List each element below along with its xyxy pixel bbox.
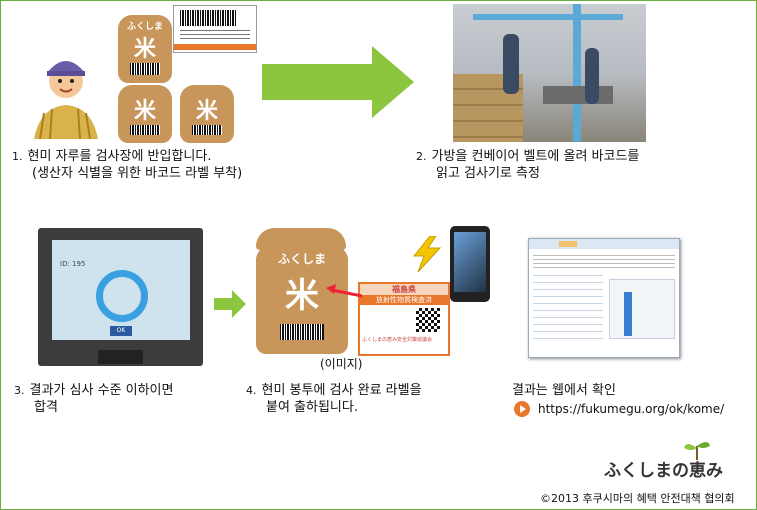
pointer-arrow-icon [326,284,362,298]
web-header [529,239,679,249]
step4-line1: 현미 봉투에 검사 완료 라벨을 [261,383,422,398]
rice-bag: ふくしま 米 [118,15,172,83]
step4-line2: 붙여 출하됩니다. [266,400,358,415]
bag-kanji: 米 [195,99,218,124]
step3-caption: 3. 결과가 심사 수준 이하이면 합격 [14,382,173,416]
conveyor-photo [453,4,646,142]
arrow-right-icon [214,290,246,318]
conveyor-belt [543,86,613,104]
crane-frame [573,4,581,142]
label-prefecture: 福島県 [360,284,448,295]
web-result-text: 결과는 웹에서 확인 [512,383,616,398]
step1-caption: 1. 현미 자루를 검사장에 반입합니다. (생산자 식별을 위한 바코드 라벨 … [12,148,242,182]
label-title: 放射性物質検査済 [360,295,448,305]
step3-line2: 합격 [34,400,58,415]
barcode-label [130,63,160,75]
worker [585,48,599,104]
barcode-label [280,324,324,340]
copyright: ©2013 후쿠시마의 혜택 안전대책 협의회 [540,492,735,505]
web-table [533,275,603,345]
farmer-illustration [34,61,98,139]
play-icon [520,405,526,413]
barcode-label [192,125,222,135]
smartphone-icon [450,226,490,302]
step1-line1: 현미 자루를 검사장에 반입합니다. [27,149,212,164]
web-text-block [533,255,675,269]
web-chart-bar [624,292,632,336]
rice-bag: 米 [118,85,172,143]
bag-kanji: 米 [133,99,156,124]
bag-kanji: 米 [133,37,156,62]
step3-line1: 결과가 심사 수준 이하이면 [29,383,174,398]
label-council: ふくしまの恵み安全対策協議会 [362,337,433,343]
inspection-label-card: 福島県 放射性物質検査済 ふくしまの恵み安全対策協議会 [358,282,450,356]
fukushima-logo: ふくしまの恵み [604,438,744,481]
label-orange-strip [174,44,256,50]
step4-caption: 4. 현미 봉투에 검사 완료 라벨을 붙여 출하됩니다. [246,382,422,416]
ok-button: OK [110,326,132,336]
arrow-right-icon [262,46,414,118]
barcode [180,10,236,26]
bag-brand-text: ふくしま [126,22,163,32]
step1-line2: (생산자 식별을 위한 바코드 라벨 부착) [32,166,243,181]
web-chart [609,279,675,339]
progress-ring-icon [96,270,148,322]
bag-kanji: 米 [285,276,319,316]
play-circle-icon[interactable] [514,401,530,417]
crane-arm [473,14,623,20]
step2-number: 2. [416,150,427,163]
step2-line1: 가방을 컨베이어 벨트에 올려 바코드를 [431,149,640,164]
phone-screen [454,232,486,292]
logo-text: ふくしまの恵み [604,461,723,481]
image-note: (이미지) [320,357,363,371]
step2-line2: 읽고 검사기로 측정 [436,166,540,181]
rice-bag-large: ふくしま 米 [256,246,348,354]
lightning-icon [412,236,442,272]
monitor-id: ID: 195 [60,260,86,268]
bag-brand-text: ふくしま [277,252,326,266]
logo-sprout-icon [684,442,710,460]
bag-top [256,228,346,250]
step1-number: 1. [12,150,23,163]
label-text-lines [180,30,250,42]
barcode-label [130,125,160,135]
web-badge [559,241,577,247]
inspection-monitor: ID: 195 OK [38,228,203,366]
step3-number: 3. [14,384,25,397]
worker [503,34,519,94]
step1-illustration: ふくしま 米 米 米 [30,5,257,143]
step4-number: 4. [246,384,257,397]
monitor-base [98,350,143,364]
web-result-link[interactable]: https://fukumegu.org/ok/kome/ [538,402,725,416]
rice-bag: 米 [180,85,234,143]
qr-code-icon [416,308,440,332]
web-result-screenshot [528,238,680,358]
monitor-screen: ID: 195 OK [52,240,190,340]
step2-caption: 2. 가방을 컨베이어 벨트에 올려 바코드를 읽고 검사기로 측정 [416,148,639,182]
barcode-label-card [173,5,257,53]
